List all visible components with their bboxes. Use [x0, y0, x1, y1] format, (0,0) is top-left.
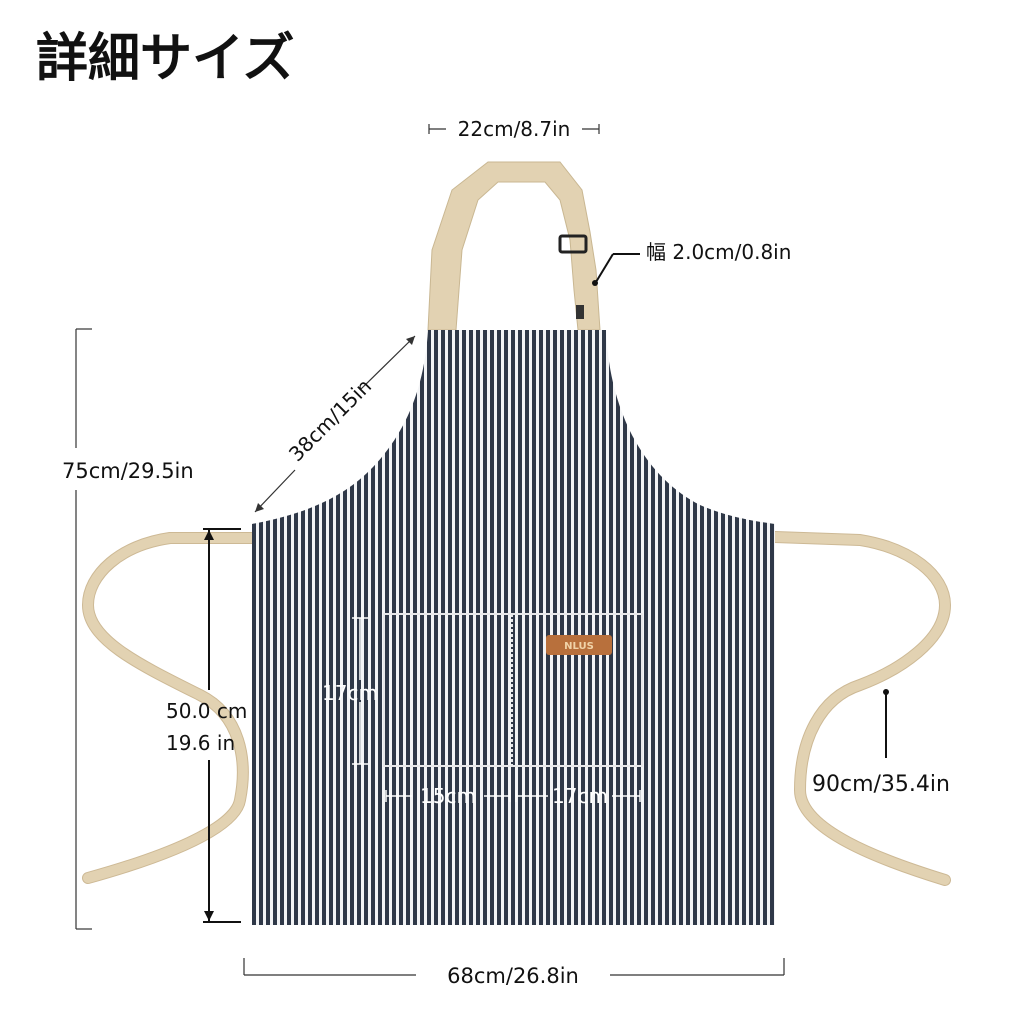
tie-length-callout: 90cm/35.4in [812, 689, 950, 797]
pocket-height-dimension: 17cm [322, 617, 378, 765]
lower-length-in-label: 19.6 in [166, 731, 235, 755]
waist-tie-right [769, 531, 951, 886]
neck-strap [427, 161, 601, 331]
strap-width-callout: 幅 2.0cm/0.8in [592, 240, 791, 286]
lower-length-cm-label: 50.0 cm [166, 699, 247, 723]
strap-width-label: 幅 2.0cm/0.8in [646, 240, 791, 264]
badge-text: NLUS [564, 641, 594, 652]
total-width-label: 68cm/26.8in [447, 964, 579, 988]
neck-width-dimension: 22cm/8.7in [428, 117, 600, 141]
bib-diagonal-label: 38cm/15in [284, 374, 376, 466]
waist-tie-left [82, 532, 258, 884]
pocket-width-dimension: 15cm 17cm [385, 784, 641, 808]
brand-badge [546, 635, 612, 655]
pocket-height-label: 17cm [322, 681, 378, 705]
front-pocket: NLUS [383, 613, 643, 767]
pocket-left-width-label: 15cm [420, 784, 476, 808]
pocket-right-width-label: 17cm [552, 784, 608, 808]
page-title: 詳細サイズ [36, 29, 294, 89]
neck-width-label: 22cm/8.7in [458, 117, 571, 141]
strap-buckle [558, 234, 588, 254]
tie-length-label: 90cm/35.4in [812, 772, 950, 797]
lower-length-dimension: 50.0 cm 19.6 in [166, 528, 247, 923]
total-length-dimension: 75cm/29.5in [62, 328, 194, 930]
total-length-label: 75cm/29.5in [62, 459, 194, 483]
total-width-dimension: 68cm/26.8in [243, 958, 785, 988]
